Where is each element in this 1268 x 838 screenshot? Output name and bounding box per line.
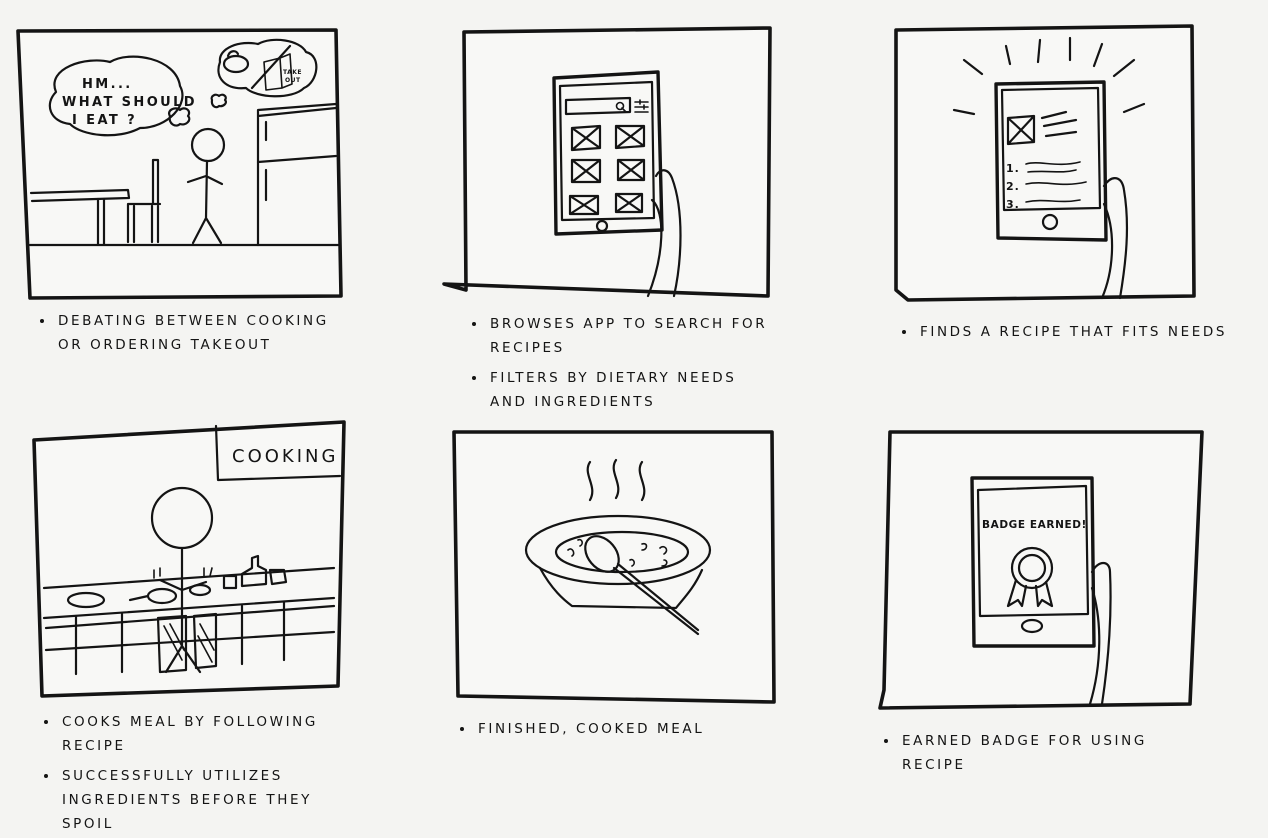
dream-bubble	[217, 38, 318, 98]
pan-icon	[222, 54, 250, 74]
caption-item: Successfully utilizes ingredients before…	[42, 764, 362, 836]
search-bar	[564, 96, 632, 116]
panel-6-caption: Earned badge for using recipe	[882, 729, 1212, 777]
panel-2-caption: Browses app to search for recipes Filter…	[470, 312, 770, 414]
storyboard-panel-1: HM... WHAT SHOULD I EAT ? TAKE OUT	[0, 0, 360, 300]
panel-2-frame	[442, 26, 772, 298]
panel-4-caption: Cooks meal by following recipe Successfu…	[42, 710, 362, 836]
storyboard-panel-2	[430, 0, 790, 310]
arm	[646, 169, 682, 298]
bowl	[524, 514, 712, 586]
caption-item: Finds a recipe that fits needs	[900, 320, 1260, 344]
badge-icon	[1010, 546, 1054, 590]
phone	[994, 80, 1108, 242]
arm	[1088, 561, 1112, 706]
caption-item: Browses app to search for recipes	[470, 312, 770, 360]
counter	[42, 566, 336, 652]
thought-text-line-2: WHAT SHOULD	[62, 95, 197, 110]
caption-item: Cooks meal by following recipe	[42, 710, 362, 758]
recipe-grid	[568, 124, 646, 216]
cooking-label-box	[214, 424, 342, 482]
panel-5-caption: Finished, cooked meal	[458, 717, 778, 741]
panel-3-drawing: 1. 2. 3.	[894, 24, 1196, 302]
panel-3-caption: Finds a recipe that fits needs	[900, 320, 1260, 344]
steam	[586, 458, 646, 502]
panel-4-drawing: COOKING	[32, 420, 346, 698]
panel-1-drawing: HM... WHAT SHOULD I EAT ? TAKE OUT	[16, 28, 343, 300]
plate	[66, 591, 106, 609]
cooking-label: COOKING	[232, 446, 338, 467]
list-number-3: 3.	[1006, 198, 1020, 211]
caption-item: Finished, cooked meal	[458, 717, 778, 741]
panel-5-drawing	[452, 430, 776, 704]
caption-item: Debating between cooking or ordering tak…	[38, 309, 348, 357]
takeout-label-1: TAKE	[283, 69, 302, 76]
caption-item: Filters by dietary needs and ingredients	[470, 366, 770, 414]
panel-1-caption: Debating between cooking or ordering tak…	[38, 309, 348, 357]
glow-rays	[952, 36, 1146, 116]
panel-6-frame	[878, 430, 1204, 710]
panel-4-frame	[32, 420, 346, 698]
phone	[970, 476, 1096, 648]
thought-text-line-3: I EAT ?	[72, 113, 137, 128]
storyboard-panel-3: 1. 2. 3.	[880, 0, 1220, 310]
panel-2-drawing	[442, 26, 772, 298]
caption-item: Earned badge for using recipe	[882, 729, 1212, 777]
takeout-label-2: OUT	[285, 77, 301, 84]
list-number-1: 1.	[1006, 162, 1020, 175]
panel-6-drawing: BADGE EARNED!	[878, 430, 1204, 710]
bottle	[240, 554, 268, 588]
badge-earned-title: BADGE EARNED!	[982, 519, 1087, 531]
storyboard-panel-5	[440, 420, 800, 720]
thought-bubble	[48, 55, 184, 137]
storyboard-panel-4: COOKING	[0, 410, 360, 710]
list-number-2: 2.	[1006, 180, 1020, 193]
arm	[1100, 177, 1129, 300]
storyboard-panel-6: BADGE EARNED!	[870, 420, 1220, 720]
thought-text-line-1: HM...	[82, 77, 133, 92]
